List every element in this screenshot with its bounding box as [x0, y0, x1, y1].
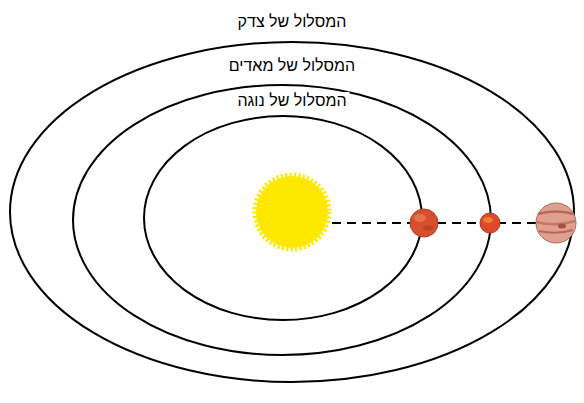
orbit-label: המסלול של מאדים [226, 57, 358, 75]
sun-rays [255, 175, 329, 249]
venus-planet [410, 209, 438, 237]
alignment-line [332, 222, 576, 224]
orbit-label: המסלול של צדק [235, 13, 350, 31]
orbit-label: המסלול של נוגה [234, 92, 349, 110]
venus-orbit [144, 116, 422, 320]
jupiter-orbit [10, 42, 574, 382]
mars-orbit [73, 85, 491, 355]
sun [255, 175, 329, 249]
mars-planet [480, 213, 500, 233]
jupiter-planet [536, 203, 576, 243]
sun-disc [256, 176, 328, 248]
